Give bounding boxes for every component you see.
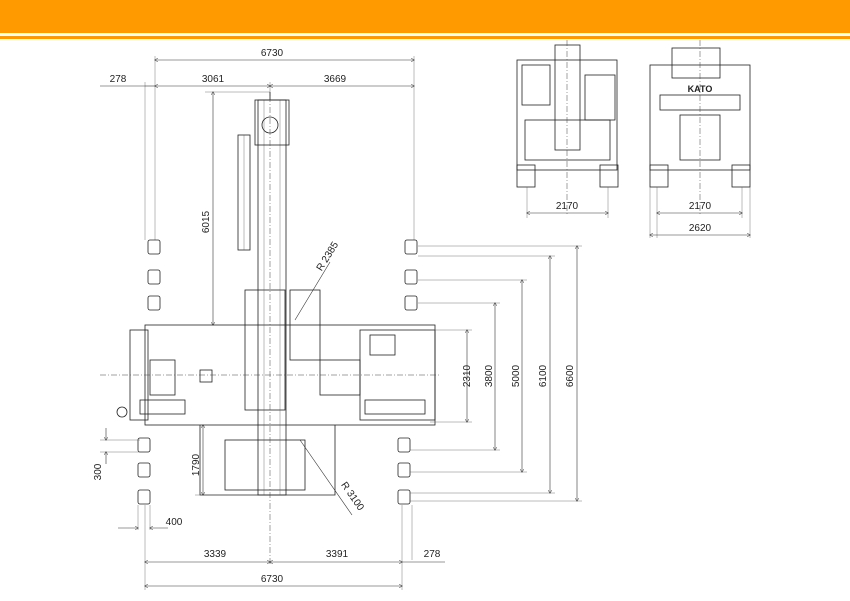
crane-boom bbox=[237, 92, 290, 496]
outrigger-pads-left bbox=[137, 239, 161, 505]
dim-front-track-width: 2170 bbox=[556, 201, 579, 212]
front-view: 2170 bbox=[516, 40, 619, 218]
dim-center-to-right: 3391 bbox=[326, 549, 349, 560]
rear-view: KATO 2170 2620 bbox=[650, 40, 750, 238]
dim-outrigger-width-1: 2310 bbox=[462, 364, 473, 387]
dim-rear-overall-width: 2620 bbox=[689, 223, 712, 234]
outrigger-width-dims: 2310 3800 5000 6100 6600 bbox=[410, 246, 582, 501]
dim-radius-rear: R 3100 bbox=[338, 480, 366, 513]
dim-center-to-rear: 3669 bbox=[324, 74, 347, 85]
crane-carrier-body bbox=[116, 289, 436, 496]
dim-outrigger-width-2: 3800 bbox=[484, 364, 495, 387]
outrigger-pads-right bbox=[397, 239, 418, 505]
dim-outrigger-right-bottom: 278 bbox=[424, 549, 441, 560]
dim-outrigger-width-3: 5000 bbox=[511, 364, 522, 387]
header-bar bbox=[0, 0, 850, 33]
dim-outrigger-left-top: 278 bbox=[110, 74, 127, 85]
dim-outrigger-width-5: 6600 bbox=[565, 364, 576, 387]
dim-overall-width-top: 6730 bbox=[261, 48, 284, 59]
dim-overall-width-bottom: 6730 bbox=[261, 574, 284, 585]
dim-rear-track-width: 2170 bbox=[689, 201, 712, 212]
dim-tail-offset: 1790 bbox=[191, 453, 202, 476]
dim-left-to-center: 3339 bbox=[204, 549, 227, 560]
dim-outrigger-width-4: 6100 bbox=[538, 364, 549, 387]
dim-outrigger-pad: 300 bbox=[93, 463, 104, 480]
dim-radius-front: R 2385 bbox=[315, 240, 342, 274]
plan-view: 6730 278 3061 3669 6015 bbox=[93, 48, 582, 590]
dim-front-to-center: 3061 bbox=[202, 74, 225, 85]
dim-pad-width: 400 bbox=[166, 517, 183, 528]
header-rule bbox=[0, 36, 850, 39]
dim-boom-length: 6015 bbox=[201, 210, 212, 233]
